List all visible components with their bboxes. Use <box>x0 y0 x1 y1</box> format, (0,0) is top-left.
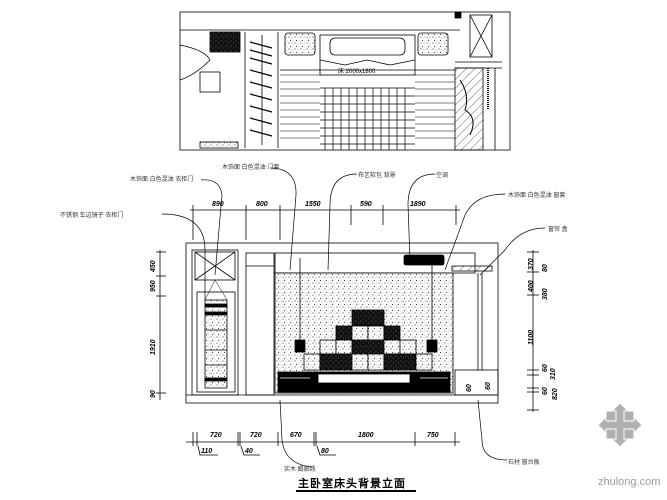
watermark-text: zhulong.com <box>598 476 661 488</box>
callout-left-2: 木饰面 白色混油 门套 <box>222 165 280 171</box>
dim-right-2: 400 <box>528 280 535 292</box>
dim-top-2: 800 <box>256 201 268 208</box>
dim-top-1: 890 <box>212 201 224 208</box>
dim-offset-1: 110 <box>201 448 213 455</box>
callout-right-2: 窗帘 盒 <box>548 227 568 233</box>
dim-bottom-3: 670 <box>290 432 302 439</box>
dim-right-slanted-5: 60 <box>542 387 549 395</box>
plan-bed-label: 床 2000x1800 <box>338 69 376 75</box>
dim-left-3: 1910 <box>150 339 157 355</box>
dim-right-slanted-3: 60 <box>542 364 549 372</box>
callout-right-1: 木饰面 白色混油 窗套 <box>508 193 566 199</box>
drawing-title: 主卧室床头背景立面 <box>298 478 406 490</box>
dim-right-slanted-6: 820 <box>552 388 559 400</box>
callout-bottom-right: 石材 窗台板 <box>508 460 540 466</box>
leader-lines <box>161 167 546 468</box>
dim-right-slanted-4: 310 <box>550 368 557 380</box>
callout-center-2: 空调 <box>436 173 449 179</box>
dim-right-slanted-2: 380 <box>542 288 549 300</box>
dim-bottom-5: 750 <box>427 432 439 439</box>
dim-bottom-1: 720 <box>210 432 222 439</box>
plan-view <box>179 11 511 151</box>
dim-left-4: 90 <box>150 390 157 398</box>
dim-offset-3: 80 <box>321 448 329 455</box>
callout-bottom-left: 实木 踢脚线 <box>284 467 316 473</box>
dim-right-1: 370 <box>528 258 535 270</box>
dimension-lines <box>156 205 539 456</box>
dim-bottom-2: 720 <box>250 432 262 439</box>
dim-left-2: 950 <box>150 280 157 292</box>
dim-right-slanted-1: 80 <box>542 264 549 272</box>
watermark-logo <box>597 402 643 448</box>
dim-top-3: 1550 <box>305 201 321 208</box>
dim-left-1: 450 <box>150 260 157 272</box>
callout-center-1: 布艺软包 背景 <box>358 173 396 179</box>
dim-inner-right-2: 60 <box>485 382 492 390</box>
dim-right-3: 1100 <box>528 329 535 345</box>
callout-left-1: 木饰面 白色混油 衣柜门 <box>130 177 194 183</box>
title-underline <box>296 490 416 492</box>
elevation-view <box>185 242 499 404</box>
dim-inner-right-1: 60 <box>466 384 473 392</box>
dim-top-5: 1890 <box>410 201 426 208</box>
dim-offset-2: 40 <box>245 448 253 455</box>
dim-top-4: 590 <box>360 201 372 208</box>
callout-left-3: 不锈钢 车边镜子 衣柜门 <box>60 213 124 219</box>
headboard-blocks <box>303 309 433 371</box>
dim-bottom-4: 1800 <box>358 432 374 439</box>
